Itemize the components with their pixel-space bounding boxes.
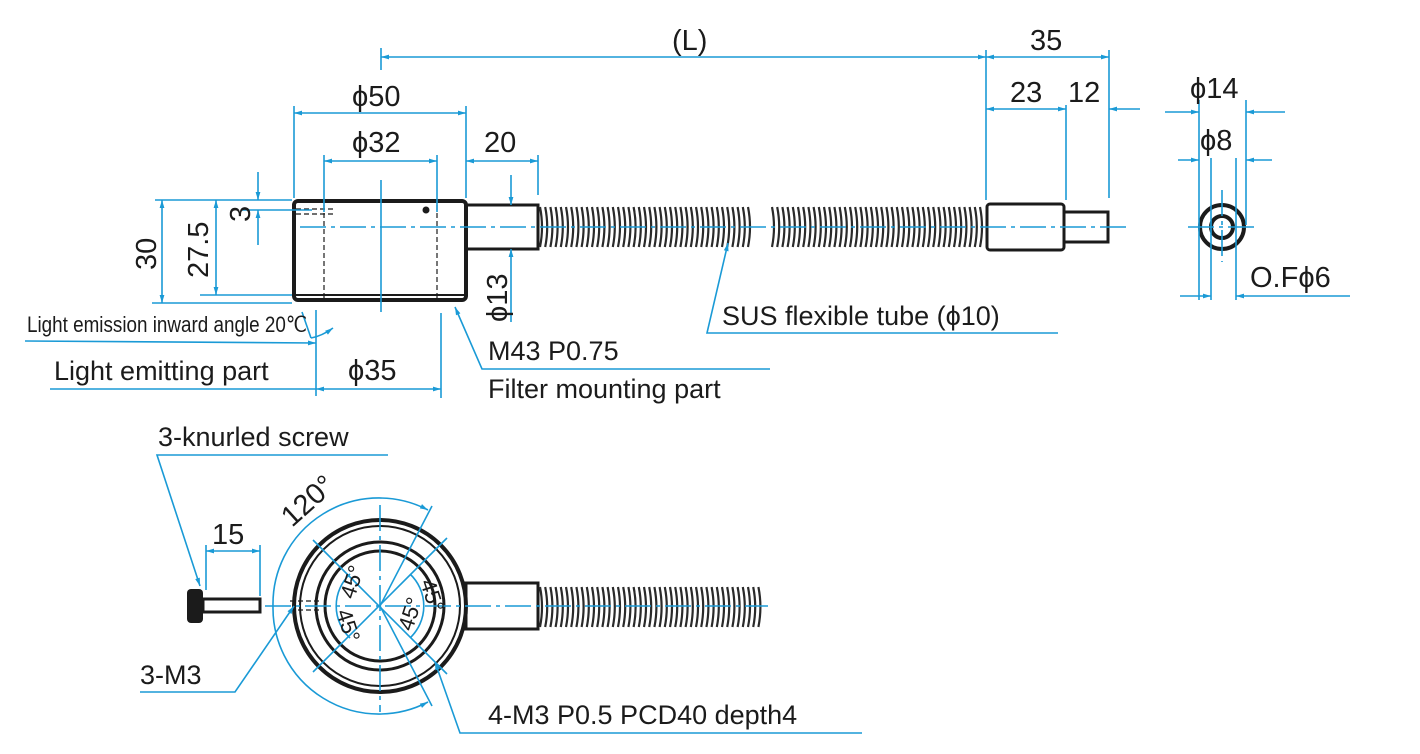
thread-spec-label: M43 P0.75	[488, 336, 619, 366]
coil-turn	[963, 206, 968, 248]
coil-turn	[575, 586, 580, 628]
coil-turn	[895, 206, 900, 248]
knurled-screw-shaft	[201, 597, 262, 614]
coil-turn	[926, 206, 932, 248]
coil-turn	[611, 586, 616, 628]
filter-label: Filter mounting part	[488, 374, 721, 404]
coil-turn	[653, 206, 658, 248]
coil-turn	[854, 206, 859, 248]
light-part-label: Light emitting part	[54, 356, 269, 386]
fiber-dia-label: O.Fϕ6	[1250, 262, 1331, 294]
coil-turn	[694, 586, 700, 628]
coil-turn	[736, 206, 741, 248]
coil-turn	[616, 206, 622, 248]
tail-body-label: 23	[1010, 77, 1042, 109]
coil-turn	[632, 586, 637, 628]
coil-turn	[731, 586, 736, 628]
top-view: 120° 45° 45° 45° 45° 15 3-knurled screw …	[140, 422, 862, 734]
screw-length-label: 15	[212, 519, 244, 551]
coil-turn	[648, 206, 653, 248]
coil-turn	[700, 586, 705, 628]
coil-turn	[606, 586, 611, 628]
coil-turn	[776, 206, 781, 248]
screw-hole-icon	[422, 206, 430, 214]
coil-turn	[885, 206, 890, 248]
neck-length-label: 20	[484, 127, 516, 159]
coil-turn	[606, 206, 611, 248]
light-part-dia-label: ϕ35	[348, 355, 397, 387]
coil-turn	[726, 206, 731, 248]
coil-turn	[752, 586, 757, 628]
screw-thread-label: 3-M3	[140, 660, 202, 690]
coil-turn	[554, 586, 559, 628]
end-mid-dia-label: ϕ8	[1200, 125, 1232, 157]
emission-angle-label: Light emission inward angle 20℃	[27, 312, 307, 337]
coil-turn	[684, 586, 689, 628]
ring-body	[292, 199, 468, 302]
coil-turn	[694, 206, 700, 248]
coil-turn	[757, 586, 762, 628]
coil-turn	[674, 586, 679, 628]
coil-turn	[736, 586, 741, 628]
ring-inner-dia-label: ϕ32	[352, 127, 401, 159]
coil-turn	[585, 586, 590, 628]
coil-turn	[570, 586, 575, 628]
coil-turn	[538, 586, 544, 628]
coil-turn	[658, 586, 663, 628]
coil-turn	[715, 586, 720, 628]
tube-label: SUS flexible tube (ϕ10)	[722, 301, 1000, 331]
top-offset-label: 3	[225, 206, 257, 222]
coil-turn	[684, 206, 689, 248]
overall-length-label: (L)	[672, 25, 707, 57]
height-inner-label: 27.5	[183, 222, 215, 278]
coil-turn	[932, 206, 937, 248]
side-view: (L) 35 23 12 ϕ50 ϕ32 20 ϕ13 30	[24, 25, 1140, 404]
coil-turn	[746, 586, 752, 628]
mount-holes-label: 4-M3 P0.5 PCD40 depth4	[488, 700, 797, 730]
screw-angle-label: 120°	[275, 469, 341, 533]
coil-turn	[590, 586, 596, 628]
coil-turn	[580, 586, 585, 628]
top-flexible-tube	[538, 586, 762, 628]
coil-turn	[642, 586, 648, 628]
coil-turn	[679, 586, 684, 628]
coil-turn	[616, 586, 622, 628]
coil-turn	[726, 586, 731, 628]
end-outer-dia-label: ϕ14	[1190, 73, 1239, 105]
coil-turn	[601, 586, 606, 628]
coil-turn	[544, 586, 549, 628]
coil-turn	[648, 586, 653, 628]
coil-turn	[812, 206, 817, 248]
coil-turn	[710, 586, 715, 628]
coil-turn	[689, 586, 694, 628]
coil-turn	[807, 206, 812, 248]
coil-turn	[720, 586, 726, 628]
neck-dia-label: ϕ13	[482, 274, 514, 323]
coil-turn	[564, 586, 570, 628]
coil-turn	[596, 586, 601, 628]
coil-turn	[973, 206, 978, 248]
ring-outer-dia-label: ϕ50	[352, 81, 401, 113]
coil-turn	[564, 206, 570, 248]
tail-tip-label: 12	[1068, 77, 1100, 109]
height-total-label: 30	[131, 238, 163, 270]
coil-turn	[843, 206, 848, 248]
coil-turn	[549, 586, 554, 628]
coil-turn	[622, 586, 627, 628]
tail-total-label: 35	[1030, 25, 1062, 57]
coil-turn	[653, 586, 658, 628]
coil-turn	[559, 586, 564, 628]
coil-turn	[663, 586, 668, 628]
coil-turn	[627, 586, 632, 628]
coil-turn	[705, 586, 710, 628]
knurled-screw-head	[187, 589, 203, 623]
coil-turn	[668, 586, 674, 628]
end-view: ϕ14 ϕ8 O.Fϕ6	[1165, 73, 1350, 300]
coil-turn	[575, 206, 580, 248]
coil-turn	[741, 586, 746, 628]
screw-label: 3-knurled screw	[158, 422, 349, 452]
coil-turn	[637, 586, 642, 628]
